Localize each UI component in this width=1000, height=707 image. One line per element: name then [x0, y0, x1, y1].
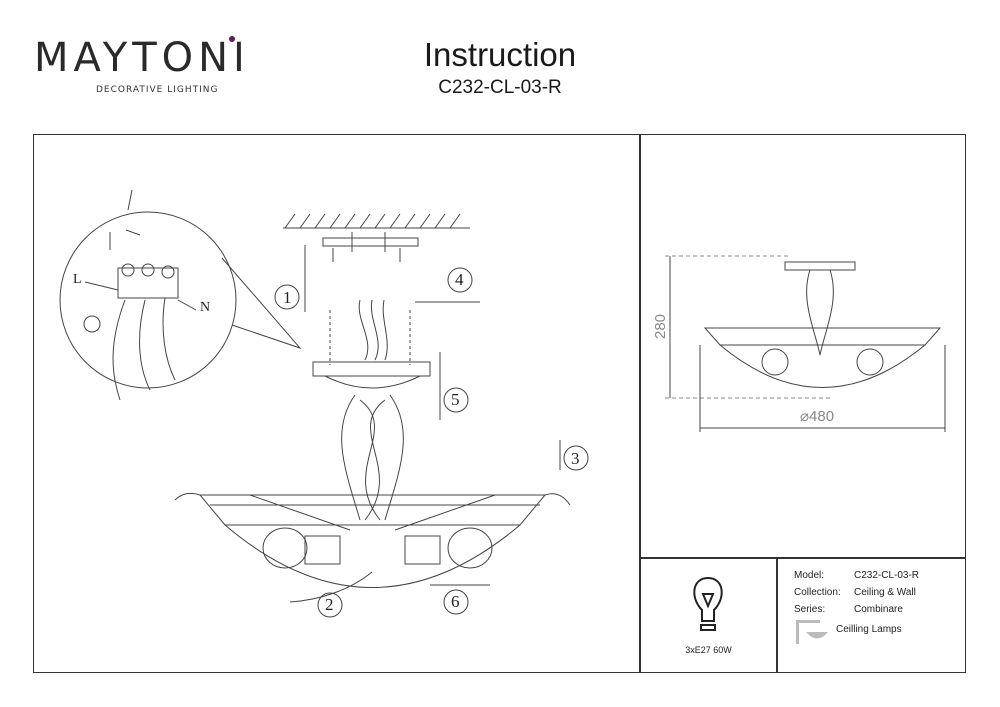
- bulb-icon: [693, 576, 723, 631]
- brand-logo-dot: [229, 36, 235, 42]
- step-markers: [274, 245, 589, 618]
- page-title: Instruction: [423, 36, 577, 73]
- brand-tagline: DECORATIVE LIGHTING: [96, 85, 219, 95]
- step-1-label: 1: [283, 288, 292, 307]
- step-3-label: 3: [571, 449, 580, 468]
- step-6-label: 6: [451, 592, 460, 611]
- divider: [776, 557, 778, 673]
- ceiling-hatch: [283, 213, 470, 262]
- series-value: Combinare: [854, 604, 903, 615]
- step-4-label: 4: [455, 270, 464, 289]
- wire-neutral-label: N: [200, 300, 211, 315]
- lamp-type: Ceilling Lamps: [836, 624, 902, 635]
- model-value: C232-CL-03-R: [854, 570, 920, 581]
- wire-live-label: L: [73, 272, 82, 287]
- brand-logo: MAYTONI: [34, 35, 250, 81]
- height-dimension: 280: [652, 313, 670, 340]
- series-label: Series:: [794, 604, 826, 615]
- divider: [640, 557, 966, 559]
- dimension-drawing: [665, 255, 946, 432]
- divider: [639, 134, 641, 673]
- collection-label: Collection:: [794, 587, 841, 598]
- diameter-dimension: ⌀480: [800, 408, 835, 425]
- content-frame: [33, 134, 966, 673]
- model-code: C232-CL-03-R: [438, 77, 562, 98]
- bulb-spec: 3xE27 60W: [685, 645, 732, 655]
- model-label: Model:: [794, 570, 825, 581]
- step-5-label: 5: [451, 390, 460, 409]
- ceiling-lamp-icon: [796, 620, 828, 644]
- collection-value: Ceiling & Wall: [854, 587, 916, 598]
- lamp-body: [174, 299, 571, 588]
- wiring-detail: [59, 189, 302, 401]
- step-2-label: 2: [325, 595, 334, 614]
